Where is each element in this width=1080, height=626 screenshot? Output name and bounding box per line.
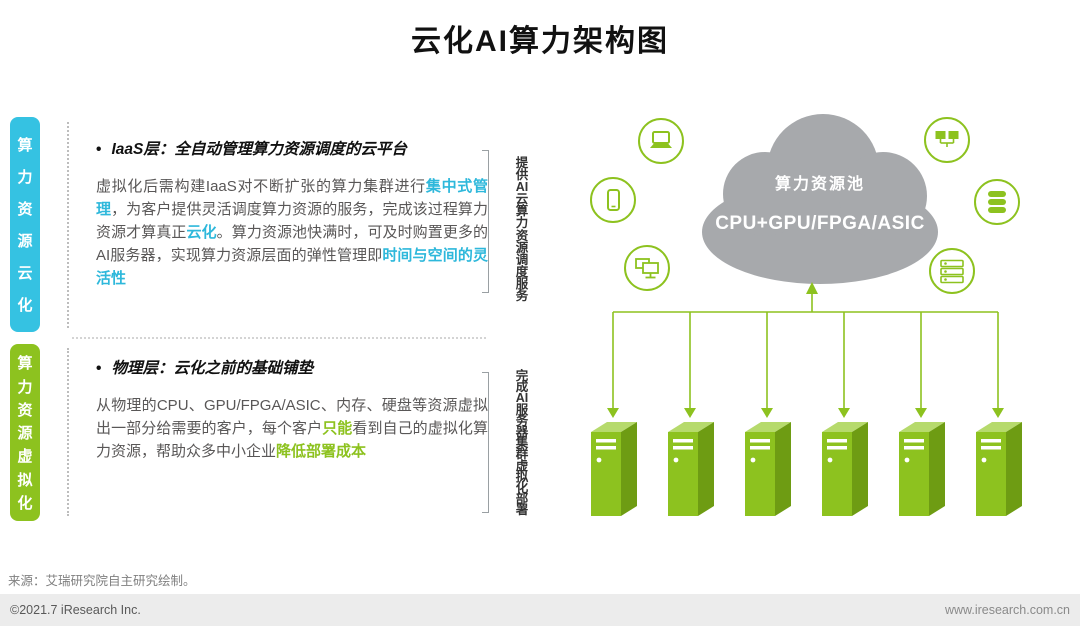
iaas-section-heading: IaaS层：全自动管理算力资源调度的云平台 (96, 137, 486, 159)
footer-copyright: ©2021.7 iResearch Inc. (10, 603, 141, 617)
source-note: 来源：艾瑞研究院自主研究绘制。 (8, 574, 196, 588)
laptop-icon-circle (638, 118, 684, 164)
smartphone-icon-circle (590, 177, 636, 223)
cloud-shape (702, 114, 938, 284)
network-monitors-icon (935, 131, 959, 147)
iaas-bracket (482, 150, 489, 293)
footer-bar: ©2021.7 iResearch Inc. www.iresearch.com… (0, 594, 1080, 626)
server-icon (970, 418, 1028, 523)
database-icon-circle (974, 179, 1020, 225)
server-icon (893, 418, 951, 523)
server-icon (662, 418, 720, 523)
physical-bracket (482, 372, 489, 513)
physical-section-heading: 物理层：云化之前的基础铺垫 (96, 356, 486, 378)
iaas-section-body: 虚拟化后需构建IaaS对不断扩张的算力集群进行集中式管理，为客户提供灵活调度算力… (96, 178, 488, 287)
dotted-divider-horizontal (72, 337, 486, 339)
database-icon (988, 191, 1006, 213)
side-label-compute-virtualization: 算力资源虚拟化 (10, 344, 40, 521)
connector-lines (607, 282, 1004, 418)
cloud-pool-label: 算力资源池 (774, 176, 865, 193)
laptop-icon (650, 131, 672, 148)
side-label-compute-cloudification: 算力资源云化 (10, 117, 40, 332)
desktop-computers-icon-circle (624, 245, 670, 291)
cloud-hardware-label: CPU+GPU/FPGA/ASIC (715, 213, 925, 234)
desktop-computers-icon (635, 257, 659, 278)
network-monitors-icon-circle (924, 117, 970, 163)
dotted-divider-top (67, 122, 69, 328)
server-stack-icon-circle (929, 248, 975, 294)
server-icon (739, 418, 797, 523)
footer-website: www.iresearch.com.cn (944, 603, 1070, 617)
server-stack-icon (940, 259, 964, 284)
page-title: 云化AI算力架构图 (411, 25, 669, 58)
server-icon (585, 418, 643, 523)
dotted-divider-bottom (67, 348, 69, 516)
physical-section-body: 从物理的CPU、GPU/FPGA/ASIC、内存、硬盘等资源虚拟出一部分给需要的… (96, 397, 488, 460)
server-icon (816, 418, 874, 523)
smartphone-icon (607, 189, 620, 211)
